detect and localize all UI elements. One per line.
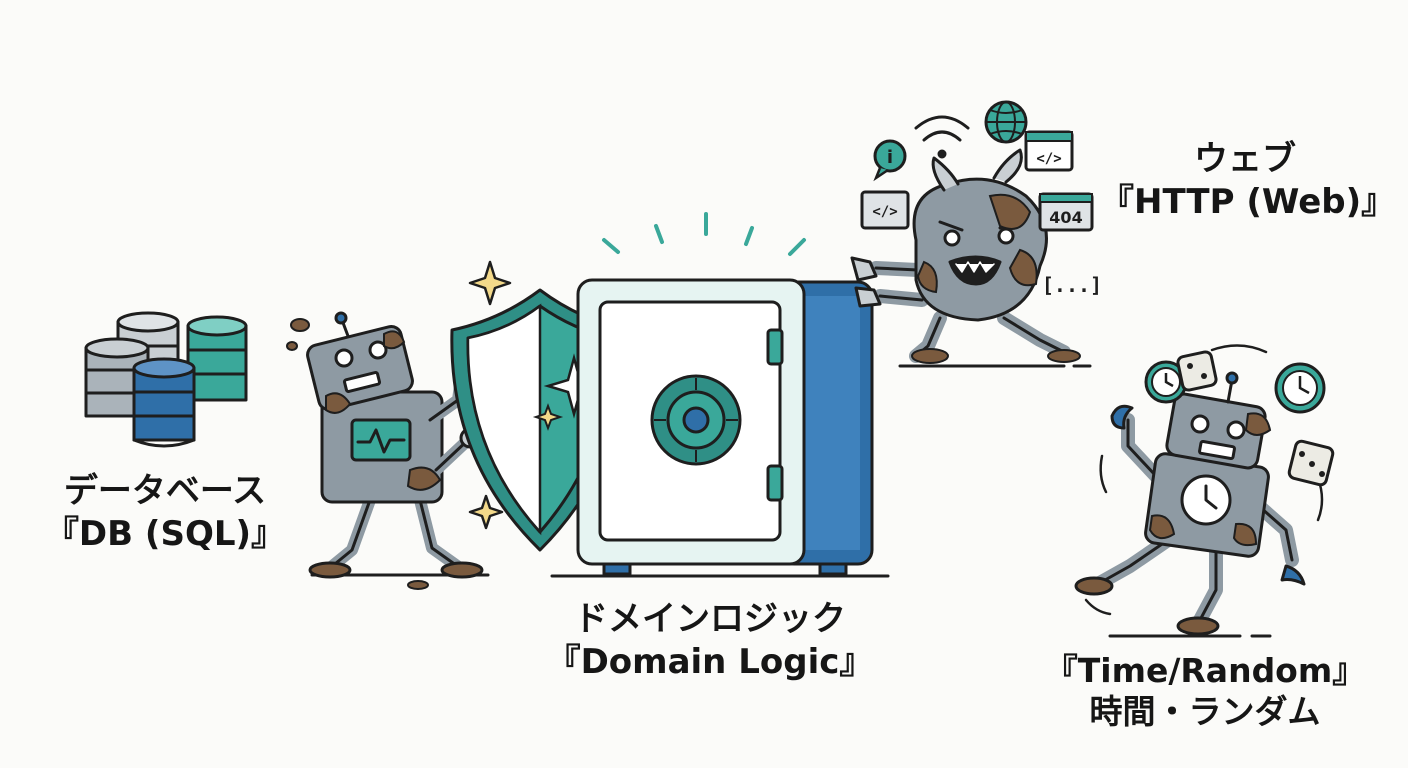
domain-logic-label-ja: ドメインロジック	[520, 598, 900, 641]
svg-text:</>: </>	[1036, 151, 1061, 167]
ellipsis-bracket: [...]	[1042, 273, 1102, 297]
web-label-en: 『HTTP (Web)』	[1100, 181, 1390, 224]
domain-logic-label: ドメインロジック 『Domain Logic』	[520, 598, 900, 683]
safe-icon	[552, 214, 888, 576]
web-label: ウェブ 『HTTP (Web)』	[1100, 138, 1390, 223]
svg-text:i: i	[887, 147, 893, 168]
wifi-icon	[916, 117, 968, 157]
web-monster	[852, 150, 1090, 366]
code-tag-icon: </>	[862, 192, 908, 228]
database-icon	[86, 313, 246, 446]
time-random-label-ja: 時間・ランダム	[1020, 691, 1390, 732]
web-label-ja: ウェブ	[1100, 138, 1390, 181]
svg-text:404: 404	[1049, 208, 1082, 227]
database-label: データベース 『DB (SQL)』	[20, 470, 310, 555]
database-label-en: 『DB (SQL)』	[20, 513, 310, 556]
time-random-label: 『Time/Random』 時間・ランダム	[1020, 650, 1390, 733]
svg-text:</>: </>	[872, 204, 897, 220]
error-404-icon: 404	[1040, 194, 1092, 230]
database-label-ja: データベース	[20, 470, 310, 513]
code-window-icon: </>	[1026, 132, 1072, 170]
globe-icon	[986, 102, 1026, 142]
info-bubble-icon: i	[875, 141, 905, 178]
time-random-label-en: 『Time/Random』	[1020, 650, 1390, 691]
domain-logic-label-en: 『Domain Logic』	[520, 641, 900, 684]
